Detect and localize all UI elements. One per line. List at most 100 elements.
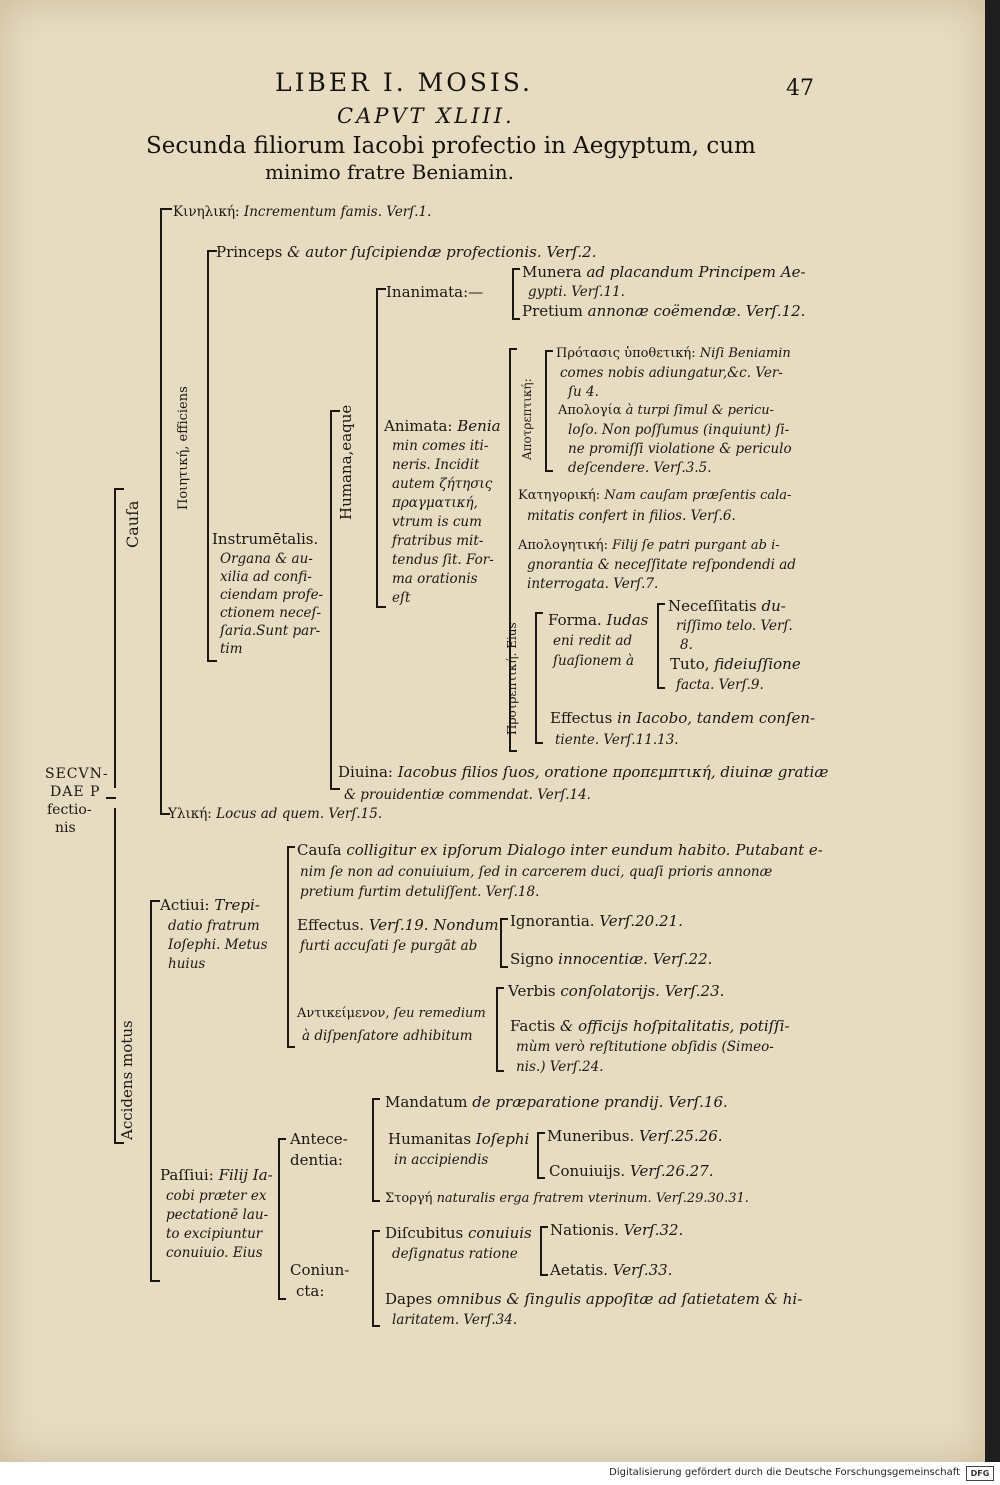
animata-line: neris. Incidit <box>392 457 480 473</box>
tuto-node: Tuto, fideiuſſione <box>670 655 801 673</box>
brace-line <box>207 250 209 660</box>
brace-line <box>657 603 659 687</box>
book-page: LIBER I. MOSIS. 47 CAPVT XLIII. Secunda … <box>0 0 985 1462</box>
poietike-label: Ποιητική, efficiens <box>176 386 191 510</box>
brace-line <box>278 1138 286 1140</box>
brace-line <box>207 660 217 662</box>
brace-line <box>287 1046 295 1048</box>
factis-line: nis.) Verſ.24. <box>516 1059 604 1075</box>
protasis-line: ſu 4. <box>568 384 599 400</box>
tuto-line: facta. Verſ.9. <box>676 677 764 693</box>
dapes-line: laritatem. Verſ.34. <box>392 1312 518 1328</box>
animata-line: eſt <box>392 590 411 606</box>
brace-line <box>372 1230 374 1325</box>
kinetike-node: Κινηλική: Incrementum famis. Verſ.1. <box>173 204 432 220</box>
brace-line <box>160 208 162 813</box>
animata-line: ma orationis <box>392 571 478 587</box>
actiui-node: Actiui: Trepi- <box>160 896 260 914</box>
brace-line <box>496 987 498 1070</box>
brace-line <box>372 1098 374 1200</box>
forma-node: Forma. Iudas <box>548 611 649 629</box>
signo-node: Signo innocentiæ. Verſ.22. <box>510 950 713 968</box>
brace-line <box>512 268 514 318</box>
brace-line <box>500 918 508 920</box>
animata-line: vtrum is cum <box>392 514 482 530</box>
brace-line <box>500 918 502 966</box>
brace-line <box>330 788 340 790</box>
apologia-node: Απολογία à turpi ſimul & pericu- <box>558 403 775 418</box>
brace-line <box>512 318 520 320</box>
brace-line <box>496 987 504 989</box>
animata-line: min comes iti- <box>392 438 489 454</box>
brace-line <box>500 966 508 968</box>
protasis-node: Πρότασις ὑποθετική: Niſi Beniamin <box>556 346 791 361</box>
apotreptike-label: Αποτρεπτική: <box>520 378 534 460</box>
brace-line <box>330 410 340 412</box>
title-line-2: minimo fratre Beniamin. <box>265 160 515 184</box>
effectus-iacobo-node: Effectus in Iacobo, tandem conſen- <box>550 709 816 727</box>
storge-node: Στοργή naturalis erga fratrem vterinum. … <box>385 1191 749 1206</box>
root-label-4: nis <box>55 820 76 836</box>
brace-line <box>278 1298 286 1300</box>
muneribus-node: Muneribus. Verſ.25.26. <box>547 1127 723 1145</box>
actiui-line: datio fratrum <box>168 918 260 934</box>
discubitus-node: Diſcubitus conuiuis <box>385 1224 532 1242</box>
apologetike-line: gnorantia & neceſſitate reſpondendi ad <box>527 557 796 573</box>
brace-line <box>545 350 553 352</box>
brace-line <box>287 846 295 848</box>
passiui-line: conuiuio. Eius <box>166 1245 263 1261</box>
causa-dialogi-node: Cauſa colligitur ex ipſorum Dialogo inte… <box>297 841 823 859</box>
brace-line <box>545 470 553 472</box>
apologia-line: ne promiſſi violatione & periculo <box>568 441 792 457</box>
accidens-label: Accidens motus <box>118 1020 136 1140</box>
brace-line <box>657 603 665 605</box>
necessitatis-line: riſſimo telo. Verſ. <box>676 618 793 634</box>
root-label-3: fectio- <box>47 802 92 818</box>
brace-line <box>372 1200 380 1202</box>
page-number: 47 <box>786 76 814 101</box>
causa-label: Cauſa <box>123 500 142 548</box>
brace-line <box>535 612 537 742</box>
forma-line: ſuaſionem à <box>553 653 635 669</box>
antikeimenon-line: à diſpenſatore adhibitum <box>302 1028 473 1044</box>
instrumentalis-line: ctionem neceſ- <box>220 605 321 621</box>
instrumentalis-node: Instrumētalis. <box>212 530 319 548</box>
animata-line: autem ζήτησις <box>392 476 493 492</box>
animata-node: Animata: Benia <box>384 417 501 435</box>
apologia-line: loſo. Non poſſumus (inquiunt) ſi- <box>568 422 790 438</box>
brace-line <box>160 813 170 815</box>
discubitus-line: deſignatus ratione <box>392 1246 518 1262</box>
brace-line <box>150 900 152 1280</box>
root-label-2: DAE P <box>50 784 101 800</box>
passiui-line: pectationē lau- <box>166 1207 269 1223</box>
brace-line <box>287 846 289 1046</box>
humanitas-line: in accipiendis <box>394 1152 489 1168</box>
root-label-1: SECVN- <box>45 766 109 782</box>
instrumentalis-line: Organa & au- <box>220 551 313 567</box>
mandatum-node: Mandatum de præparatione prandij. Verſ.1… <box>385 1093 728 1111</box>
brace-line <box>330 410 332 788</box>
munera-line: gypti. Verſ.11. <box>528 284 625 300</box>
footer-credit: Digitalisierung gefördert durch die Deut… <box>609 1467 960 1478</box>
kategorike-line: mitatis confert in filios. Verſ.6. <box>527 508 736 524</box>
brace-line <box>545 350 547 470</box>
effectus-node: Effectus. Verſ.19. Nondum <box>297 916 499 934</box>
apologetike-node: Απολογητική: Filij ſe patri purgant ab i… <box>518 538 780 553</box>
instrumentalis-line: xilia ad confi- <box>220 569 312 585</box>
footer-bar: Digitalisierung gefördert durch die Deut… <box>0 1462 1000 1485</box>
humana-label: Humana,eaque <box>337 404 355 520</box>
protasis-line: comes nobis adiungatur,&c. Ver- <box>560 365 783 381</box>
animata-line: πραγματική, <box>392 495 478 511</box>
brace-line <box>150 1280 160 1282</box>
diuina-line: & prouidentiæ commendat. Verſ.14. <box>344 787 591 803</box>
brace-line <box>114 488 124 490</box>
antecedentia-line: dentia: <box>290 1151 343 1169</box>
diuina-node: Diuina: Iacobus filios ſuos, oratione πρ… <box>338 763 829 781</box>
title-line-1: Secunda filiorum Iacobi profectio in Aeg… <box>146 133 756 159</box>
actiui-line: Ioſephi. Metus <box>168 937 268 953</box>
necessitatis-line: 8. <box>680 637 693 653</box>
brace-line <box>372 1230 380 1232</box>
factis-node: Factis & officijs hoſpitalitatis, potiſſ… <box>510 1017 790 1035</box>
brace-line <box>537 1132 545 1134</box>
effectus-line: furti accuſati ſe purgāt ab <box>300 938 478 954</box>
